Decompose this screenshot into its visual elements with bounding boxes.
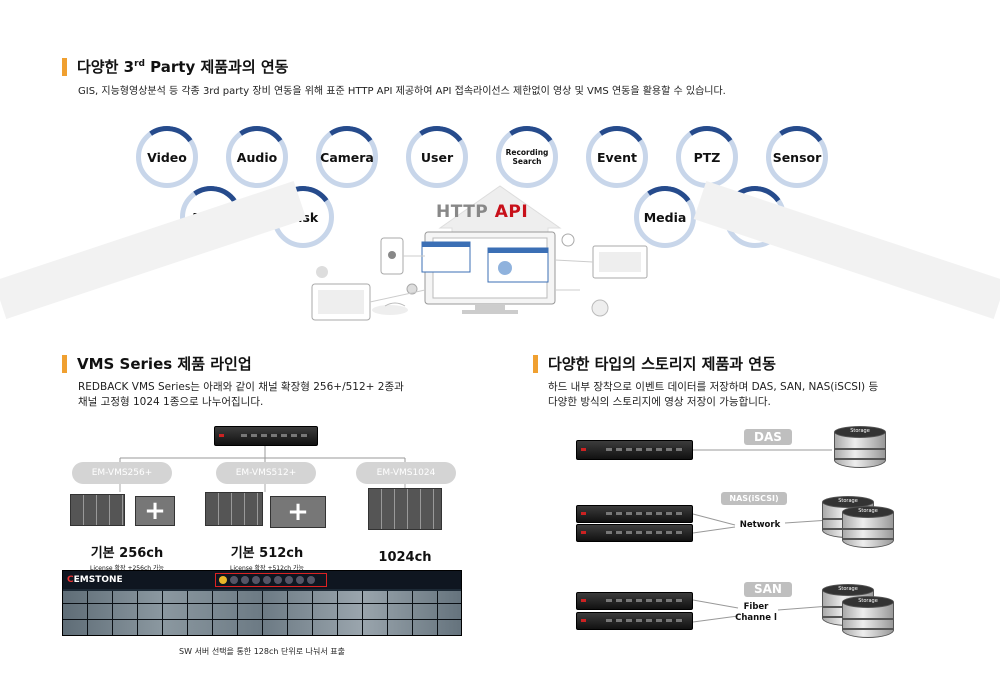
storage-icon: Storage <box>842 596 894 638</box>
api-circle-camera: Camera <box>316 126 378 188</box>
section3-heading: 다양한 타입의 스토리지 제품과 연동 <box>533 353 776 374</box>
ch256-label: 기본 256ch License 확장 +256ch 가능 <box>89 546 164 572</box>
section3-title: 다양한 타입의 스토리지 제품과 연동 <box>548 355 776 373</box>
api-circle-video: Video <box>136 126 198 188</box>
model-pill-1024: EM-VMS1024 <box>356 462 456 484</box>
nas-label: NAS(iSCSI) <box>721 492 787 505</box>
channel-grid-512 <box>205 492 263 526</box>
nas-server-icon-1 <box>576 505 693 523</box>
emstone-logo: CEMSTONE <box>67 575 123 585</box>
section1-heading: 다양한 3rd Party 제품과의 연동 <box>62 56 288 77</box>
api-circle-media: Media <box>634 186 696 248</box>
san-server-icon-2 <box>576 612 693 630</box>
das-label: DAS <box>744 429 792 445</box>
heading-accent-bar <box>62 354 67 373</box>
storage-icon: Storage <box>842 506 894 548</box>
model-pill-256: EM-VMS256+ <box>72 462 172 484</box>
channel-grid-256 <box>70 494 125 526</box>
fiber-channel-label: Fiber Channe l <box>735 602 777 623</box>
vms-toolbar <box>215 573 327 587</box>
nas-server-icon-2 <box>576 524 693 542</box>
heading-accent-bar <box>533 354 538 373</box>
storage-icon: Storage <box>834 426 886 468</box>
plus-icon: + <box>270 496 326 528</box>
ch512-label: 기본 512ch License 확장 +512ch 가능 <box>229 546 304 572</box>
plus-icon: + <box>135 496 175 526</box>
vms-server-icon <box>214 426 318 446</box>
model-pill-512: EM-VMS512+ <box>216 462 316 484</box>
api-circle-user: User <box>406 126 468 188</box>
api-circle-sensor: Sensor <box>766 126 828 188</box>
vms-screen-preview: CEMSTONE <box>62 570 462 636</box>
api-circle-event: Event <box>586 126 648 188</box>
http-api-label: HTTP API <box>436 202 529 222</box>
section3-desc: 하드 내부 장착으로 이벤트 데이터를 저장하며 DAS, SAN, NAS(i… <box>548 381 879 408</box>
section2-title: VMS Series 제품 라인업 <box>77 355 252 373</box>
san-server-icon-1 <box>576 592 693 610</box>
section2-heading: VMS Series 제품 라인업 <box>62 353 252 374</box>
network-label: Network <box>739 520 781 530</box>
das-server-icon <box>576 440 693 460</box>
ch1024-label: 1024ch <box>378 550 432 565</box>
api-circle-audio: Audio <box>226 126 288 188</box>
vms-caption: SW 서버 선택을 통한 128ch 단위로 나눠서 표출 <box>179 647 345 656</box>
channel-grid-1024 <box>368 488 442 530</box>
camera-grid <box>63 591 461 635</box>
section2-desc: REDBACK VMS Series는 아래와 같이 채널 확장형 256+/5… <box>78 381 404 408</box>
section1-title: 다양한 3rd Party 제품과의 연동 <box>77 58 289 76</box>
section1-desc: GIS, 지능형영상분석 등 각종 3rd party 장비 연동을 위해 표준… <box>78 86 726 97</box>
san-label: SAN <box>744 582 792 597</box>
heading-accent-bar <box>62 57 67 76</box>
